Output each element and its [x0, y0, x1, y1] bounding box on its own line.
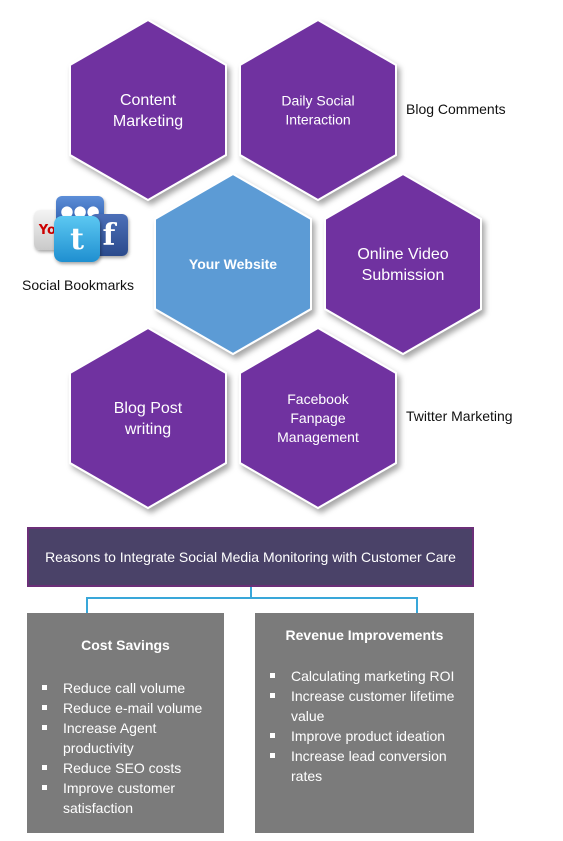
blog-post-hexagon: Blog Post writing	[69, 326, 227, 510]
connector-right	[416, 597, 418, 613]
daily-social-label: Daily Social	[281, 92, 354, 108]
list-item: Reduce e-mail volume	[27, 698, 224, 718]
blog-post-label: writing	[124, 421, 171, 438]
social-bookmarks-label: Social Bookmarks	[22, 277, 135, 293]
list-item: Improve customer satisfaction	[27, 778, 224, 818]
list-item: Calculating marketing ROI	[255, 666, 474, 686]
your-website-hexagon: Your Website	[154, 172, 312, 356]
connector-left	[86, 597, 88, 613]
list-item: Reduce SEO costs	[27, 758, 224, 778]
blog-post-label: Blog Post	[114, 400, 183, 417]
blog-comments-label: Blog Comments	[406, 101, 506, 117]
twitter-icon: t	[54, 216, 100, 262]
reasons-title-box: Reasons to Integrate Social Media Monito…	[27, 527, 474, 587]
revenue-improvements-panel: Revenue Improvements Calculating marketi…	[255, 613, 474, 833]
list-item: Increase lead conversion rates	[255, 746, 474, 786]
list-item: Increase Agent productivity	[27, 718, 224, 758]
connector-horizontal	[86, 597, 418, 599]
daily-social-label: Interaction	[285, 111, 350, 127]
revenue-improvements-list: Calculating marketing ROI Increase custo…	[255, 666, 474, 786]
reasons-title: Reasons to Integrate Social Media Monito…	[45, 548, 456, 565]
content-marketing-label: Content	[120, 92, 177, 109]
list-item: Increase customer lifetime value	[255, 686, 474, 726]
your-website-label: Your Website	[189, 256, 277, 272]
cost-savings-panel: Cost Savings Reduce call volume Reduce e…	[27, 613, 224, 833]
revenue-improvements-title: Revenue Improvements	[285, 627, 444, 643]
online-video-label: Submission	[362, 267, 445, 284]
list-item: Reduce call volume	[27, 678, 224, 698]
online-video-label: Online Video	[357, 246, 448, 263]
list-item: Improve product ideation	[255, 726, 474, 746]
facebook-fanpage-label: Facebook	[287, 391, 349, 407]
cost-savings-list: Reduce call volume Reduce e-mail volume …	[27, 678, 224, 818]
social-icons-cluster: You ●●● f t	[34, 196, 130, 270]
twitter-marketing-label: Twitter Marketing	[406, 408, 513, 424]
cost-savings-title: Cost Savings	[81, 637, 170, 653]
facebook-fanpage-label: Fanpage	[290, 410, 345, 426]
content-marketing-label: Marketing	[113, 113, 183, 130]
facebook-fanpage-label: Management	[277, 429, 359, 445]
connector-stem	[250, 587, 252, 598]
